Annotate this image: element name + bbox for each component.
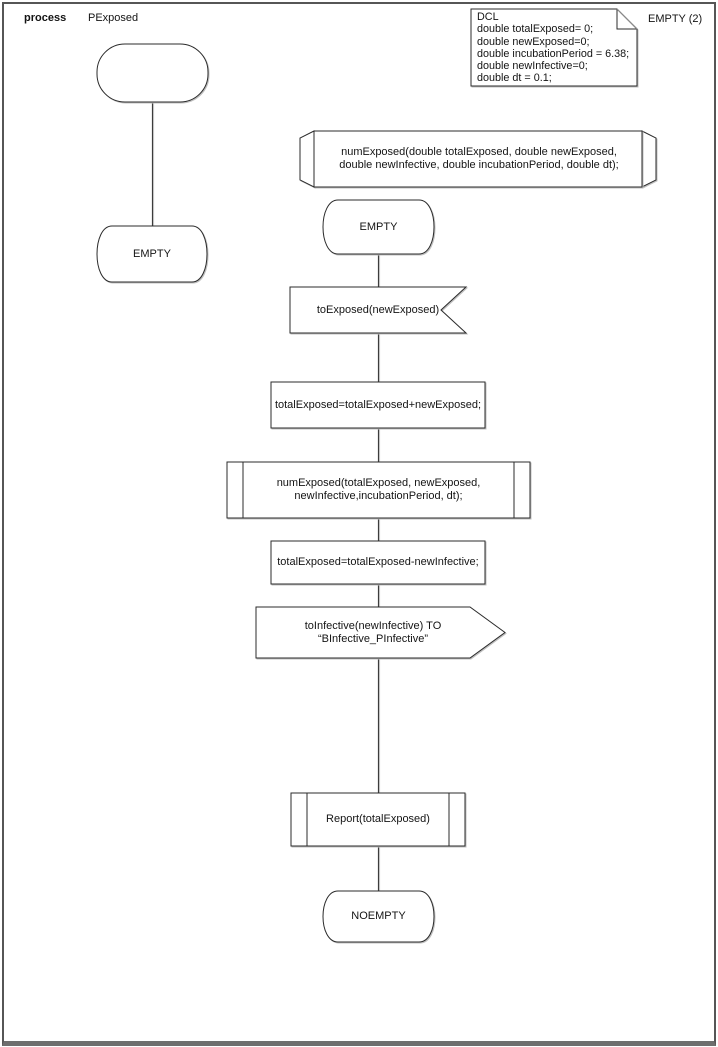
procedure-call-numexposed-shape	[226, 461, 531, 519]
task-subtract-shape	[270, 540, 486, 585]
state-empty-left-label: EMPTY	[133, 247, 171, 260]
task-add-shape	[270, 381, 486, 429]
input-signal-shape	[289, 286, 468, 334]
folded-corner-icon	[616, 9, 637, 30]
state-noempty-shape	[322, 890, 435, 943]
procedure-declaration-label: numExposed(double totalExposed, double n…	[339, 146, 619, 171]
input-signal-label: toExposed(newExposed)	[316, 303, 440, 316]
state-empty-shape	[322, 199, 435, 255]
task-subtract-label: totalExposed=totalExposed-newInfective;	[277, 556, 479, 568]
output-signal-shape	[255, 606, 506, 659]
procedure-call-report-shape	[290, 792, 466, 847]
state-empty-left-shape	[96, 225, 208, 283]
dcl-note-shape	[470, 8, 638, 87]
procedure-call-report-label: Report(totalExposed)	[326, 813, 430, 825]
process-keyword-label: process	[24, 12, 67, 24]
procedure-declaration-shape	[299, 130, 657, 188]
page-corner-label: EMPTY (2)	[648, 13, 703, 25]
procedure-call-numexposed-label: numExposed(totalExposed, newExposed, new…	[276, 477, 481, 502]
state-empty-label: EMPTY	[359, 220, 398, 233]
process-name-label: PExposed	[88, 12, 139, 24]
start-symbol-shape	[96, 43, 209, 103]
state-noempty-label: NOEMPTY	[351, 910, 406, 922]
task-add-label: totalExposed=totalExposed+newExposed;	[274, 398, 482, 411]
output-signal-label: toInfective(newInfective) TO “BInfective…	[304, 619, 442, 645]
dcl-declarations-text: DCL double totalExposed= 0; double newEx…	[477, 11, 630, 85]
